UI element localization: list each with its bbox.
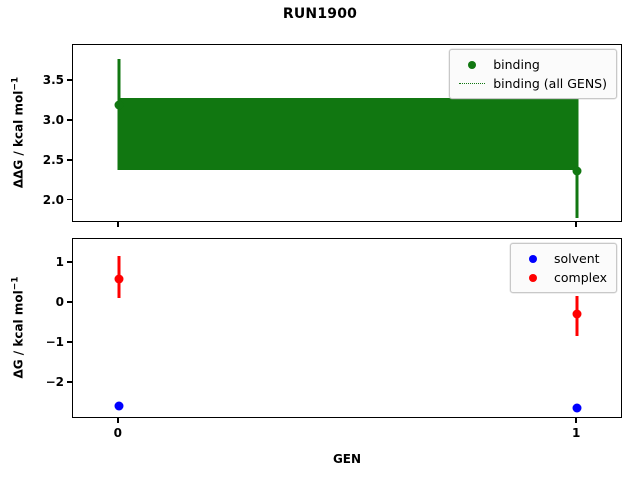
axes-top-binding: binding binding (all GENS) — [72, 44, 622, 222]
error-bar — [575, 98, 579, 219]
legend-item-complex: complex — [518, 268, 607, 287]
y-tick-label: 2.0 — [42, 192, 64, 207]
ylabel-bottom-exponent: −1 — [10, 276, 21, 291]
data-point-binding — [572, 166, 582, 176]
x-tick-mark — [575, 418, 577, 423]
y-tick-label: 3.0 — [42, 112, 64, 127]
y-tick-label: 1 — [55, 255, 64, 269]
data-point-solvent — [572, 403, 582, 413]
data-point-complex — [572, 309, 582, 319]
ylabel-top-text: ΔΔG / kcal mol — [11, 90, 26, 189]
xlabel: GEN — [332, 452, 362, 466]
data-point-solvent — [114, 401, 124, 411]
legend-label-binding-all-gens: binding (all GENS) — [493, 76, 607, 91]
binding-marker-icon — [457, 58, 487, 72]
figure-title: RUN1900 — [282, 6, 358, 22]
y-tick-label: 2.5 — [42, 152, 64, 167]
axes-bottom-components: solvent complex — [72, 238, 622, 418]
legend-item-solvent: solvent — [518, 249, 607, 268]
legend-label-solvent: solvent — [554, 251, 600, 266]
x-tick-label: 0 — [113, 426, 123, 440]
y-tick-label: −2 — [45, 375, 64, 389]
data-point-binding — [114, 100, 124, 110]
legend-label-binding: binding — [493, 57, 540, 72]
ylabel-bottom: ΔG / kcal mol−1 — [11, 238, 26, 418]
binding-all-gens-band — [118, 98, 578, 171]
legend-item-binding-all-gens: binding (all GENS) — [457, 74, 607, 93]
data-point-complex — [114, 274, 124, 284]
x-tick-mark — [117, 418, 119, 423]
y-tick-label: −1 — [45, 335, 64, 349]
complex-marker-icon — [518, 271, 548, 285]
legend-bottom: solvent complex — [510, 243, 617, 293]
dotted-line-icon — [457, 77, 487, 91]
x-tick-mark — [117, 222, 119, 227]
x-tick-mark — [575, 222, 577, 227]
solvent-marker-icon — [518, 252, 548, 266]
legend-item-binding: binding — [457, 55, 607, 74]
x-tick-label: 1 — [571, 426, 581, 440]
ylabel-bottom-text: ΔG / kcal mol — [11, 290, 26, 379]
legend-label-complex: complex — [554, 270, 607, 285]
error-bar — [117, 58, 121, 171]
y-tick-label: 0 — [55, 295, 64, 309]
ylabel-top: ΔΔG / kcal mol−1 — [11, 44, 26, 222]
ylabel-top-exponent: −1 — [10, 76, 21, 91]
legend-top: binding binding (all GENS) — [449, 49, 617, 99]
y-tick-label: 3.5 — [42, 72, 64, 87]
